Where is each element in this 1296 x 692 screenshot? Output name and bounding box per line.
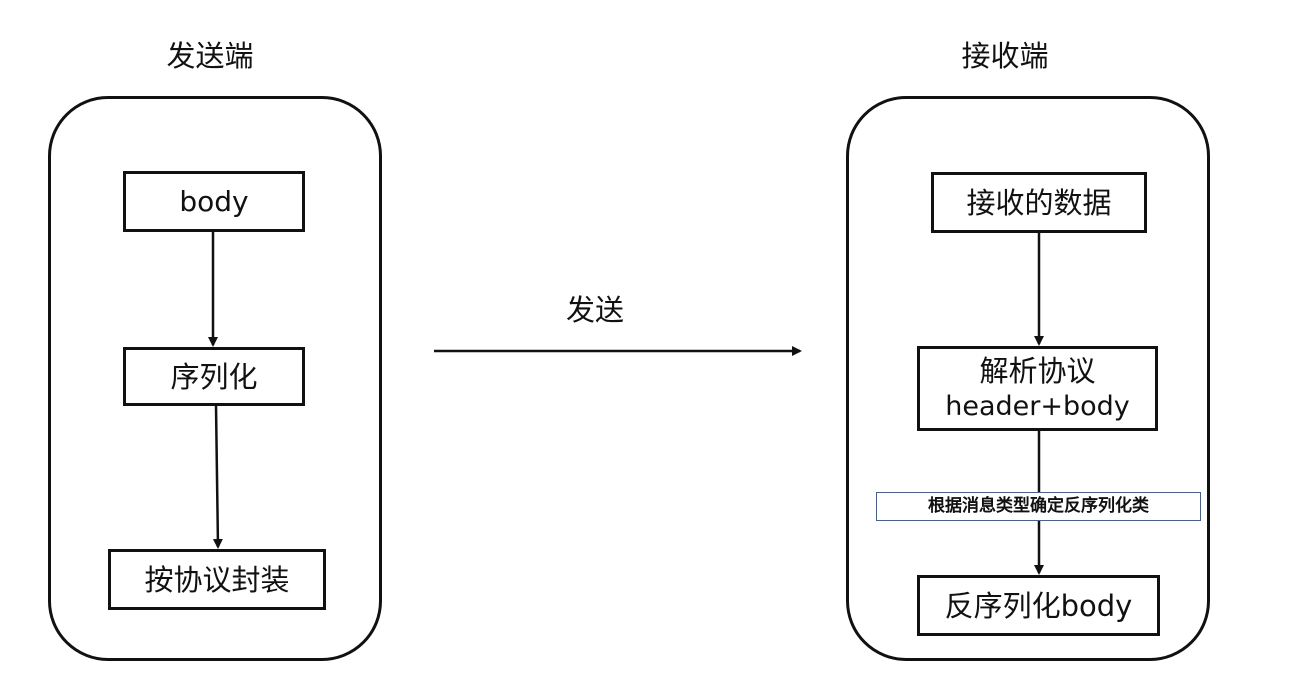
sender-step-serialize: 序列化 [123,347,305,406]
receiver-title: 接收端 [961,39,1049,73]
sender-step-serialize-label: 序列化 [170,359,258,394]
sender-title: 发送端 [166,39,254,73]
receiver-step-received-label: 接收的数据 [966,185,1112,220]
sender-step-body: body [123,171,305,232]
sender-step-body-label: body [179,184,249,218]
transfer-label: 发送 [565,293,624,327]
receiver-step-parse: 解析协议 header+body [917,346,1158,431]
receiver-step-deserialize-label: 反序列化body [944,588,1133,623]
receiver-step-received: 接收的数据 [931,172,1147,233]
sender-step-encapsulate-label: 按协议封装 [144,562,290,597]
annotation-label: 根据消息类型确定反序列化类 [876,492,1201,521]
receiver-step-deserialize: 反序列化body [917,575,1160,636]
sender-step-encapsulate: 按协议封装 [108,549,326,610]
receiver-step-parse-line2: header+body [945,390,1130,422]
receiver-step-parse-line1: 解析协议 [979,353,1096,388]
